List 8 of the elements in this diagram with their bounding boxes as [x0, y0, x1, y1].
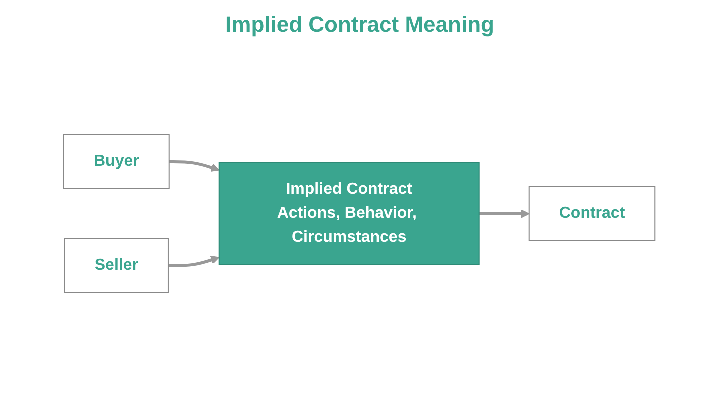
node-box: Contract: [529, 186, 656, 242]
node-box: Implied Contract Actions, Behavior, Circumstances: [219, 162, 480, 266]
node-box: Seller: [64, 238, 170, 294]
arrow: [168, 256, 220, 268]
diagram-title: Implied Contract Meaning: [224, 12, 496, 38]
node-box: Buyer: [64, 134, 170, 190]
arrow: [480, 210, 530, 218]
arrow: [170, 160, 220, 172]
